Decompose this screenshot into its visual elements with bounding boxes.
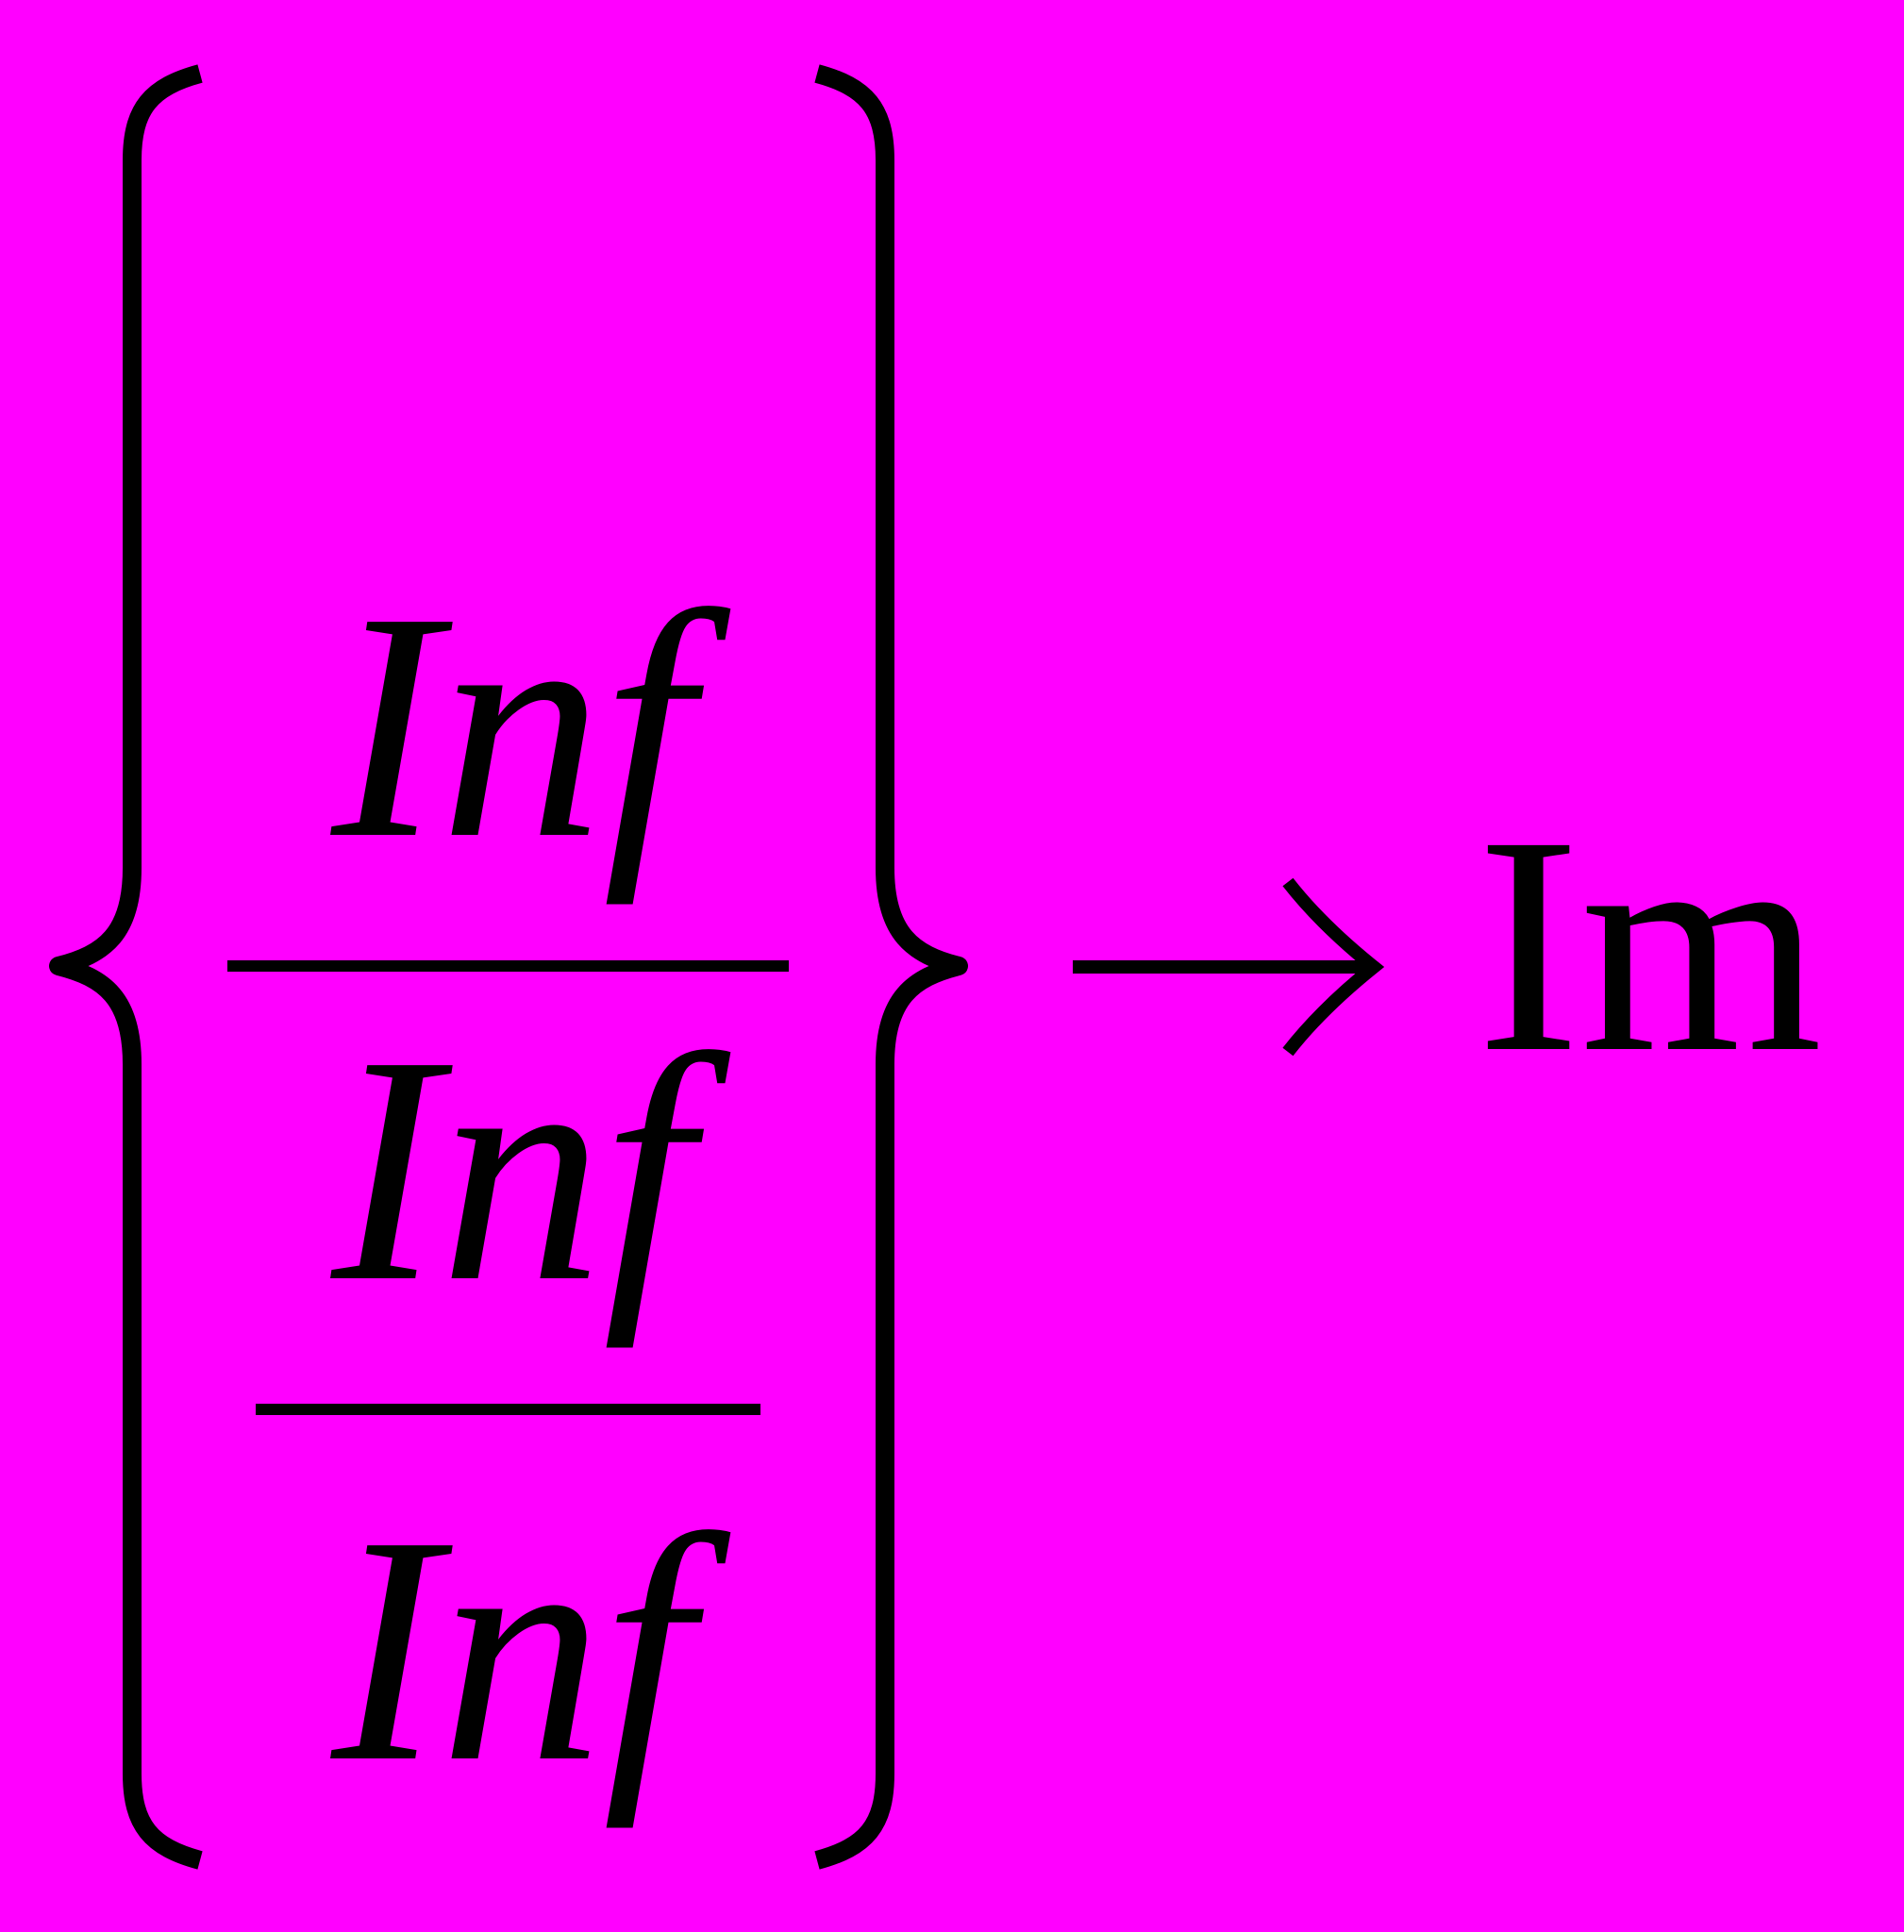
left-brace	[49, 64, 203, 1870]
result-term: Im	[1477, 773, 1823, 1117]
denominator-term: Inf	[326, 1469, 735, 1829]
right-brace	[814, 64, 968, 1870]
right-arrow-icon	[1073, 877, 1385, 1057]
middle-term: Inf	[326, 989, 735, 1349]
numerator-term: Inf	[326, 545, 735, 906]
